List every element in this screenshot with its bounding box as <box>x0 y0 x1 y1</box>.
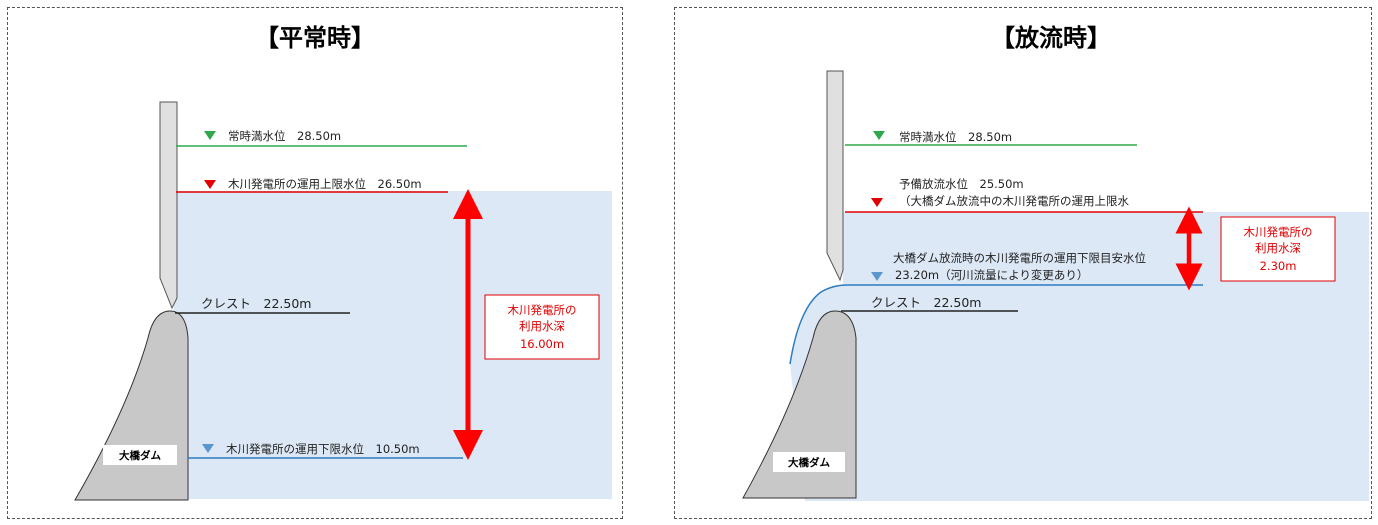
dam-label: 大橋ダム <box>119 449 161 462</box>
crest-label: クレスト 22.50m <box>871 295 981 310</box>
normal-panel: 【平常時】 常時満水位 28.50m 木川発電所の運用上限水位 26.50m ク… <box>7 7 623 519</box>
usable-depth-line1: 木川発電所の <box>1244 225 1313 239</box>
reserve-level-marker-icon <box>871 198 883 207</box>
overflow-surface-line <box>789 284 1203 365</box>
usable-depth-line2: 利用水深 <box>519 319 565 333</box>
lower-limit-marker-icon <box>202 444 214 453</box>
full-level-marker-icon <box>873 131 885 140</box>
dam-gate-pier <box>826 70 844 282</box>
discharge-title: 【放流時】 <box>991 23 1111 52</box>
usable-depth-box <box>484 294 600 360</box>
crest-label: クレスト 22.50m <box>201 296 311 311</box>
usable-depth-box <box>1220 216 1336 282</box>
upper-limit-marker-icon <box>204 180 216 189</box>
full-level-label: 常時満水位 28.50m <box>228 129 341 143</box>
discharge-panel: 【放流時】 常時満水位 28.50m 予備放流水位 25.50m （大橋ダム放流… <box>674 7 1372 519</box>
usable-depth-value: 16.00m <box>520 337 564 351</box>
dam-label-box <box>103 445 177 465</box>
lower-limit-label: 木川発電所の運用下限水位 10.50m <box>226 442 420 456</box>
usable-depth-line1: 木川発電所の <box>508 303 577 317</box>
target-level-label: 大橋ダム放流時の木川発電所の運用下限目安水位 <box>893 251 1146 265</box>
full-level-label: 常時満水位 28.50m <box>899 130 1012 144</box>
dam-label-box <box>773 452 845 472</box>
discharge-diagram: 【放流時】 常時満水位 28.50m 予備放流水位 25.50m （大橋ダム放流… <box>742 23 1369 501</box>
target-level-marker-icon <box>871 272 883 281</box>
reserve-level-note: （大橋ダム放流中の木川発電所の運用上限水 <box>899 194 1129 208</box>
dam-gate-pier <box>159 101 178 310</box>
usable-depth-value: 2.30m <box>1260 259 1297 273</box>
dam-body <box>74 310 189 501</box>
upper-limit-label: 木川発電所の運用上限水位 26.50m <box>228 177 422 191</box>
target-level-value: 23.20m（河川流量により変更あり） <box>895 268 1088 282</box>
reserve-level-label: 予備放流水位 25.50m <box>899 177 1024 191</box>
usable-depth-line2: 利用水深 <box>1255 241 1301 255</box>
full-level-marker-icon <box>204 131 216 140</box>
dam-label: 大橋ダム <box>788 456 830 469</box>
dam-body <box>742 310 857 499</box>
normal-diagram: 【平常時】 常時満水位 28.50m 木川発電所の運用上限水位 26.50m ク… <box>74 23 612 501</box>
normal-title: 【平常時】 <box>255 23 375 52</box>
